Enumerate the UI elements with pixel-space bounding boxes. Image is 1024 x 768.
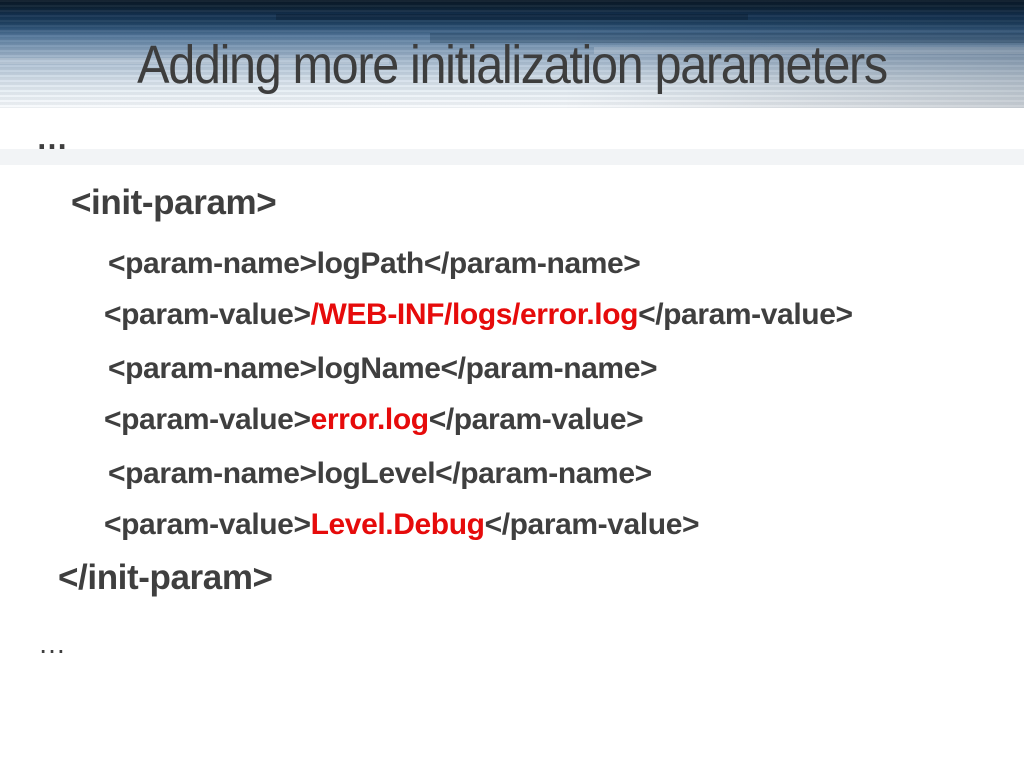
xml-tag-text: <param-name>logLevel</param-name>: [108, 457, 652, 490]
header-gradient: [0, 0, 1024, 108]
xml-tag-text: <param-name>logPath</param-name>: [108, 247, 641, 280]
code-line-ellipsis-close: …: [38, 628, 68, 660]
xml-tag-text: </param-value>: [428, 403, 644, 436]
code-line-param-name-logname: <param-name>logName</param-name>: [108, 352, 658, 386]
xml-tag-text: </param-value>: [484, 508, 700, 541]
xml-tag-text: <param-value>: [104, 403, 311, 436]
xml-tag-text: <param-name>logName</param-name>: [108, 352, 658, 385]
code-text: …: [38, 628, 68, 659]
param-value-highlight: error.log: [310, 403, 430, 436]
code-line-param-name-loglevel: <param-name>logLevel</param-name>: [108, 457, 652, 491]
code-line-param-value-logname: <param-value>error.log</param-value>: [104, 403, 644, 437]
param-value-highlight: /WEB-INF/logs/error.log: [310, 298, 639, 331]
param-value-highlight: Level.Debug: [310, 508, 485, 541]
code-line-param-name-logpath: <param-name>logPath</param-name>: [108, 247, 641, 281]
slide-title: Adding more initialization parameters: [137, 35, 888, 95]
code-line-param-value-logpath: <param-value>/WEB-INF/logs/error.log</pa…: [104, 298, 853, 332]
xml-tag-text: </init-param>: [58, 558, 273, 597]
xml-tag-text: </param-value>: [638, 298, 853, 331]
code-line-ellipsis-open: …: [36, 120, 68, 157]
xml-tag-text: <param-value>: [104, 508, 311, 541]
code-text: …: [36, 120, 68, 156]
background-band: [0, 149, 1024, 165]
code-line-param-value-loglevel: <param-value>Level.Debug</param-value>: [104, 508, 700, 542]
xml-tag-text: <param-value>: [104, 298, 311, 331]
code-line-init-param-open: <init-param>: [71, 183, 277, 223]
code-line-init-param-close: </init-param>: [58, 558, 273, 598]
xml-tag-text: <init-param>: [71, 183, 277, 222]
